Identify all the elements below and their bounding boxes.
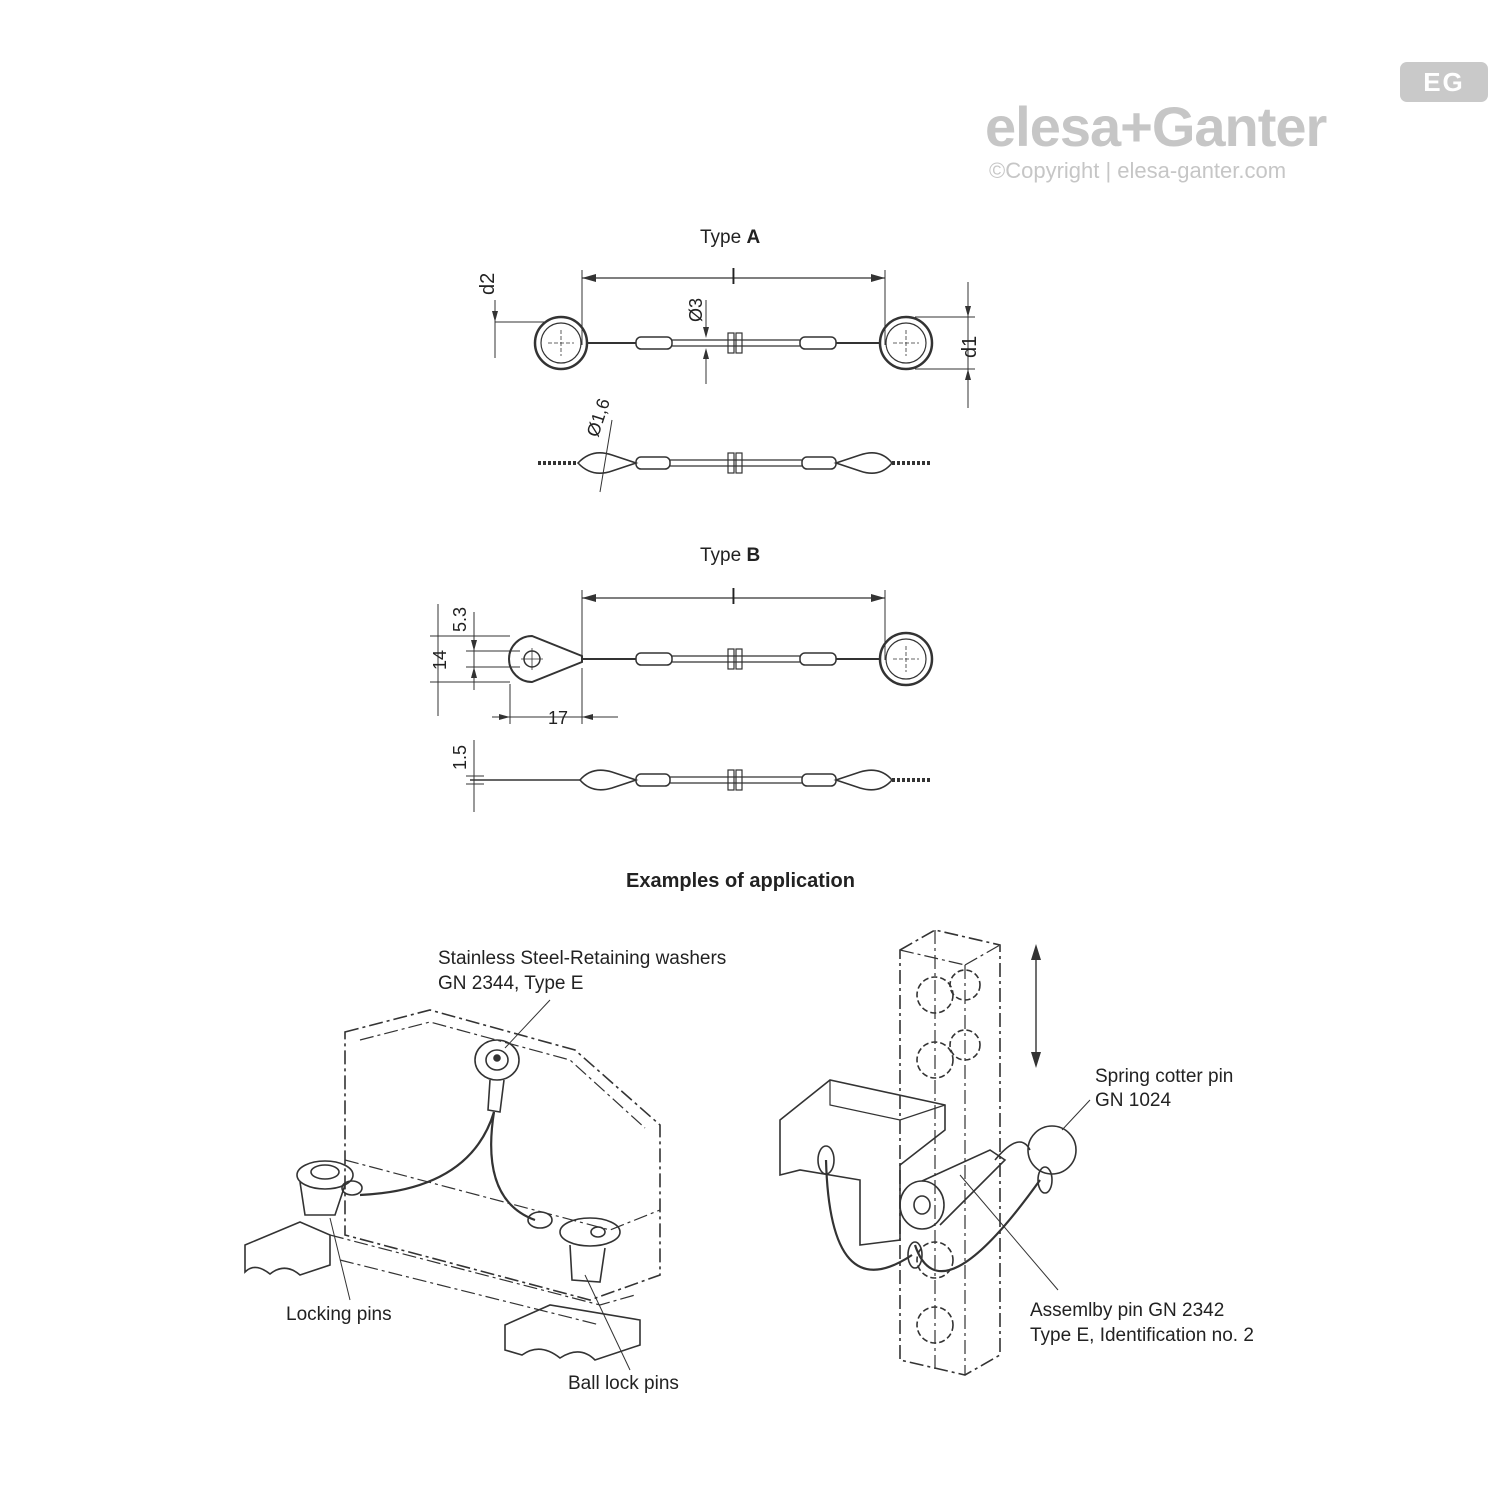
application-example-left [244, 999, 661, 1371]
spring-cotter-label-line1: Spring cotter pin [1095, 1066, 1234, 1087]
application-example-right [779, 929, 1091, 1376]
washers-label-line1: Stainless Steel-Retaining washers [438, 948, 727, 969]
examples-heading: Examples of application [626, 870, 855, 892]
type-a-dim-dia16: Ø1,6 [583, 396, 614, 439]
type-b-side-view [466, 740, 932, 812]
ball-lock-pins-label: Ball lock pins [568, 1373, 679, 1394]
copyright-notice: ©Copyright | elesa-ganter.com [989, 158, 1287, 183]
type-a-dim-d1: d1 [959, 336, 981, 358]
type-a-top-view [492, 270, 975, 408]
type-b-title: Type B [700, 545, 760, 566]
type-b-dim-1-5: 1.5 [450, 745, 470, 770]
type-b-dim-14: 14 [430, 650, 450, 670]
type-b-dim-17: 17 [548, 708, 568, 728]
brand-logo: elesa+Ganter ©Copyright | elesa-ganter.c… [985, 92, 1455, 202]
eg-logo-badge: EG [1400, 62, 1488, 102]
locking-pins-label: Locking pins [286, 1304, 392, 1325]
type-b-dim-5-3: 5.3 [450, 607, 470, 632]
spring-cotter-label-line2: GN 1024 [1095, 1090, 1172, 1111]
type-b-top-view [430, 590, 934, 724]
type-a-dim-d2: d2 [477, 273, 499, 295]
washers-label-line2: GN 2344, Type E [438, 973, 584, 994]
assembly-pin-label-line2: Type E, Identification no. 2 [1030, 1325, 1254, 1346]
type-a-dim-l: l [731, 264, 736, 289]
type-a-side-view [538, 419, 932, 493]
type-a-dim-dia3: Ø3 [686, 298, 706, 322]
brand-name: elesa+Ganter [985, 95, 1327, 158]
assembly-pin-label-line1: Assemlby pin GN 2342 [1030, 1300, 1225, 1321]
type-a-title: Type A [700, 227, 760, 248]
type-b-dim-l: l [731, 584, 736, 609]
